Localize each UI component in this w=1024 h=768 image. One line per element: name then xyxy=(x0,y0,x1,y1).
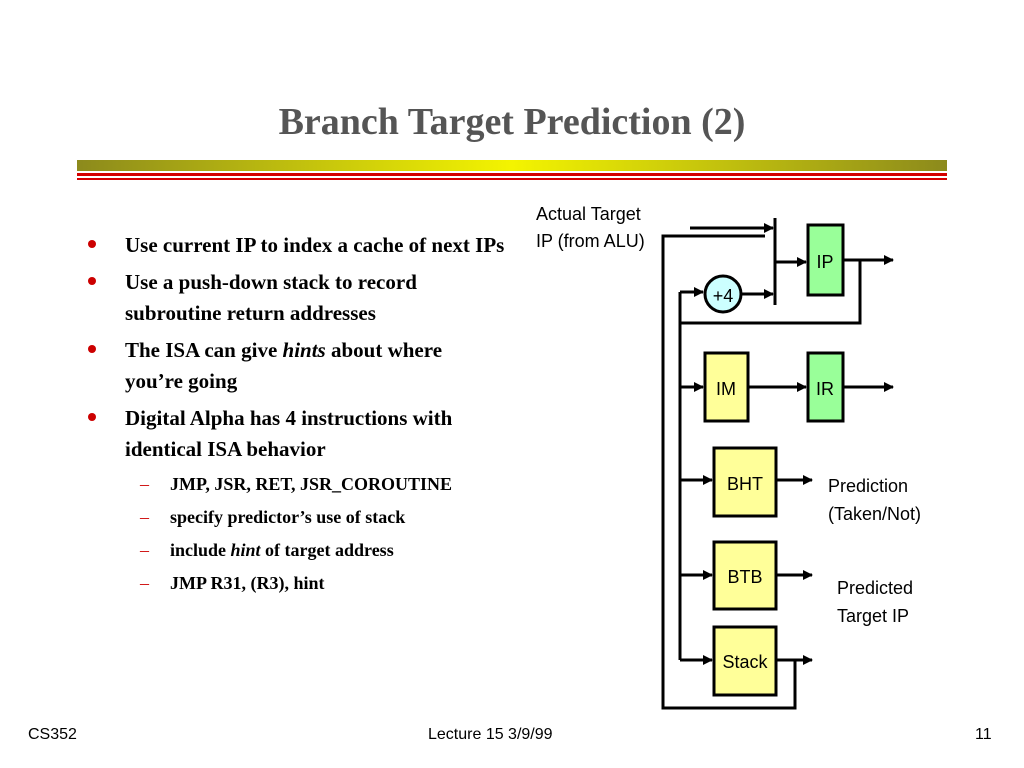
title-rule-gold xyxy=(77,160,947,171)
sub-bullet-text-part: include xyxy=(170,540,231,560)
sub-bullet-text: JMP R31, (R3), hint xyxy=(170,573,325,593)
btb-label: BTB xyxy=(727,567,762,587)
footer-page-number: 11 xyxy=(975,726,992,743)
sub-bullet-dash-icon: – xyxy=(140,474,149,494)
bullet-dot-icon xyxy=(88,240,96,248)
sub-bullet-text-emphasis: hint xyxy=(230,540,261,560)
bullet-text-emphasis: hints xyxy=(282,338,326,362)
im-label: IM xyxy=(716,379,736,399)
bullet-item: The ISA can give hints about where you’r… xyxy=(85,335,505,397)
bullet-text: Use current IP to index a cache of next … xyxy=(125,233,505,257)
bullet-text-part: about where you’re going xyxy=(125,338,443,393)
bullet-dot-icon xyxy=(88,345,96,353)
stack-box xyxy=(712,625,778,697)
predicted-target-label-line2: Target IP xyxy=(837,606,909,626)
prediction-label-line2: (Taken/Not) xyxy=(828,504,921,524)
bht-box xyxy=(712,446,778,518)
bullet-text-part: The ISA can give xyxy=(125,338,283,362)
bullet-dot-icon xyxy=(88,277,96,285)
sub-bullet-item: – JMP, JSR, RET, JSR_COROUTINE xyxy=(85,471,505,497)
sub-bullet-text-part: of target address xyxy=(260,540,394,560)
bullet-list: Use current IP to index a cache of next … xyxy=(85,230,505,603)
title-rule-red-2 xyxy=(77,178,947,180)
ip-register xyxy=(806,223,845,297)
stack-label: Stack xyxy=(722,652,768,672)
bullet-item: Use a push-down stack to record subrouti… xyxy=(85,267,505,329)
bullet-text: Digital Alpha has 4 instructions with id… xyxy=(125,406,453,461)
outer-loop-wire xyxy=(661,234,797,710)
sub-bullet-dash-icon: – xyxy=(140,507,149,527)
bullet-item: Digital Alpha has 4 instructions with id… xyxy=(85,403,505,465)
slide-title: Branch Target Prediction (2) xyxy=(278,101,746,143)
ir-label: IR xyxy=(816,379,834,399)
bht-label: BHT xyxy=(727,474,763,494)
sub-bullet-text: specify predictor’s use of stack xyxy=(170,507,406,527)
sub-bullet-item: – JMP R31, (R3), hint xyxy=(85,570,505,596)
title-rule-red-1 xyxy=(77,173,947,176)
sub-bullet-text: JMP, JSR, RET, JSR_COROUTINE xyxy=(170,474,453,494)
im-box xyxy=(703,351,750,423)
plus4-adder xyxy=(703,274,743,314)
footer-lecture: Lecture 15 3/9/99 xyxy=(428,726,553,743)
sub-bullet-dash-icon: – xyxy=(140,540,149,560)
ip-feedback-wire xyxy=(680,260,862,325)
bullet-dot-icon xyxy=(88,413,96,421)
btb-box xyxy=(712,540,778,611)
sub-bullet-item: – include hint of target address xyxy=(85,537,505,563)
ir-register xyxy=(806,351,845,423)
actual-target-label-line2: IP (from ALU) xyxy=(536,231,645,251)
footer-course: CS352 xyxy=(28,726,77,743)
sub-bullet-dash-icon: – xyxy=(140,573,149,593)
ip-label: IP xyxy=(816,252,833,272)
prediction-label-line1: Prediction xyxy=(828,476,908,496)
sub-bullet-item: – specify predictor’s use of stack xyxy=(85,504,505,530)
actual-target-label-line1: Actual Target xyxy=(536,204,641,224)
bullet-text: Use a push-down stack to record subrouti… xyxy=(125,270,417,325)
predicted-target-label-line1: Predicted xyxy=(837,578,913,598)
plus4-label: +4 xyxy=(713,286,734,306)
bullet-item: Use current IP to index a cache of next … xyxy=(85,230,505,261)
